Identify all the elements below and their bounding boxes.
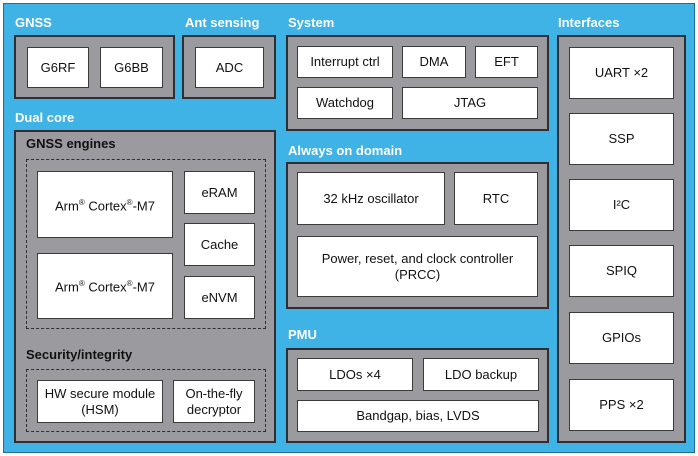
cortex-2-reg-mark-1: ®	[78, 279, 85, 289]
g6rf-label: G6RF	[40, 59, 76, 75]
gnss-engines-title: GNSS engines	[26, 136, 116, 151]
uart-block: UART ×2	[569, 47, 674, 99]
system-title: System	[288, 15, 335, 30]
eram-label: eRAM	[201, 184, 238, 200]
jtag-block: JTAG	[402, 87, 538, 119]
watchdog-block: Watchdog	[297, 87, 393, 119]
gpios-block: GPIOs	[569, 312, 674, 364]
spiq-block: SPIQ	[569, 245, 674, 297]
decryptor-block: On-the-fly decryptor	[173, 380, 255, 423]
always-on-title: Always on domain	[288, 143, 403, 158]
ssp-block: SSP	[569, 113, 674, 165]
rtc-label: RTC	[482, 190, 510, 206]
envm-block: eNVM	[184, 276, 255, 319]
dma-label: DMA	[419, 54, 449, 69]
gnss-engines-group	[26, 159, 266, 329]
adc-block: ADC	[195, 47, 264, 88]
hsm-label: HW secure module (HSM)	[44, 385, 156, 417]
watchdog-label: Watchdog	[315, 95, 375, 110]
cortex-m7-block-2: Arm® Cortex®-M7	[37, 253, 173, 319]
jtag-label: JTAG	[453, 95, 487, 110]
ldo-backup-block: LDO backup	[423, 358, 539, 391]
g6bb-label: G6BB	[114, 59, 149, 75]
security-group	[26, 369, 266, 432]
cortex-1-reg-mark-2: ®	[126, 197, 133, 207]
eram-block: eRAM	[184, 171, 255, 214]
interfaces-panel	[557, 35, 686, 443]
interfaces-title: Interfaces	[558, 15, 620, 30]
oscillator-label: 32 kHz oscillator	[323, 190, 419, 206]
cortex-1-model-text: -M7	[132, 198, 155, 214]
security-title: Security/integrity	[26, 347, 133, 362]
pps-label: PPS ×2	[599, 397, 644, 412]
spiq-label: SPIQ	[605, 263, 638, 278]
eft-label: EFT	[494, 54, 519, 69]
interrupt-ctrl-block: Interrupt ctrl	[297, 46, 393, 78]
uart-label: UART ×2	[594, 65, 649, 80]
oscillator-block: 32 kHz oscillator	[297, 172, 445, 225]
envm-label: eNVM	[201, 289, 238, 305]
eft-block: EFT	[475, 46, 538, 78]
ssp-label: SSP	[608, 131, 635, 146]
decryptor-label: On-the-fly decryptor	[185, 385, 243, 417]
dma-block: DMA	[402, 46, 466, 78]
cortex-2-model-text: -M7	[132, 279, 155, 295]
gnss-title: GNSS	[15, 15, 52, 30]
i2c-label: I²C	[612, 197, 631, 212]
cache-label: Cache	[200, 236, 239, 252]
interrupt-ctrl-label: Interrupt ctrl	[310, 54, 380, 69]
cortex-m7-block-1: Arm® Cortex®-M7	[37, 171, 173, 238]
cortex-m7-label-2: Arm® Cortex®-M7	[55, 276, 155, 295]
ldos-label: LDOs ×4	[329, 366, 381, 382]
hsm-block: HW secure module (HSM)	[37, 380, 163, 423]
cortex-2-reg-mark-2: ®	[126, 279, 133, 289]
prcc-label: Power, reset, and clock controller (PRCC…	[321, 250, 514, 282]
g6bb-block: G6BB	[100, 47, 163, 88]
i2c-block: I²C	[569, 179, 674, 231]
prcc-block: Power, reset, and clock controller (PRCC…	[297, 236, 538, 297]
cortex-1-reg-mark-1: ®	[78, 197, 85, 207]
bandgap-label: Bandgap, bias, LVDS	[356, 408, 480, 423]
gpios-label: GPIOs	[601, 330, 641, 345]
cortex-m7-label-1: Arm® Cortex®-M7	[55, 195, 155, 214]
cortex-1-cortex-text: Cortex	[84, 198, 127, 214]
rtc-block: RTC	[454, 172, 538, 225]
cortex-1-arm-text: Arm	[55, 198, 79, 214]
pps-block: PPS ×2	[569, 379, 674, 431]
g6rf-block: G6RF	[27, 47, 89, 88]
cache-block: Cache	[184, 223, 255, 266]
cortex-2-cortex-text: Cortex	[84, 279, 127, 295]
pmu-title: PMU	[288, 327, 317, 342]
ldo-backup-label: LDO backup	[444, 366, 518, 382]
cortex-2-arm-text: Arm	[55, 279, 79, 295]
bandgap-block: Bandgap, bias, LVDS	[297, 400, 539, 432]
ant-sensing-title: Ant sensing	[185, 15, 260, 30]
ldos-block: LDOs ×4	[297, 358, 413, 391]
adc-label: ADC	[215, 59, 244, 75]
dual-core-title: Dual core	[15, 110, 75, 125]
